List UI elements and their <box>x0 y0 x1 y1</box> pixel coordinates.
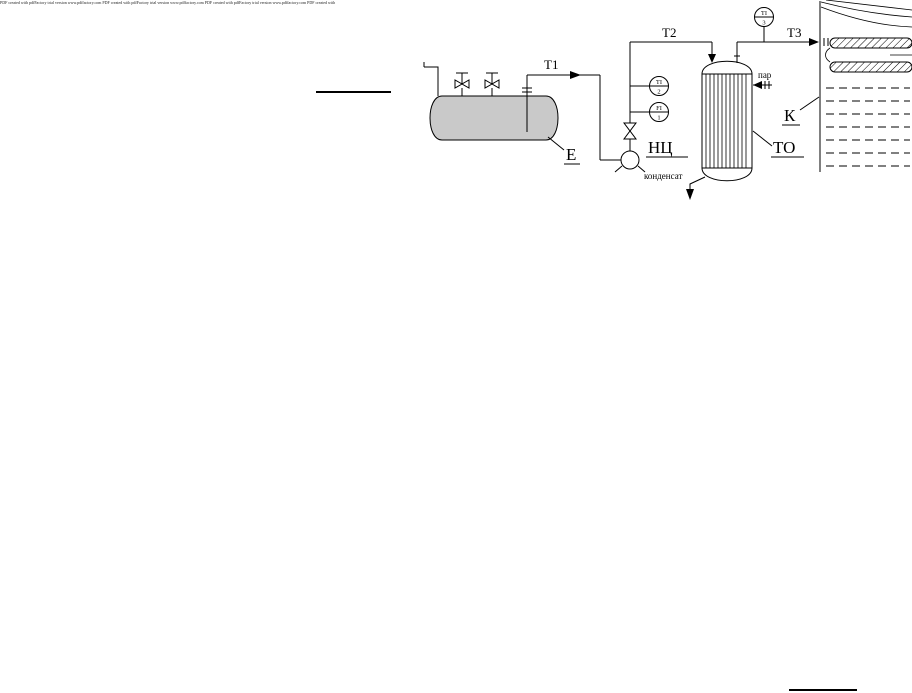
instrument-fi1: FI 1 <box>630 102 669 122</box>
condensate-label: конденсат <box>644 171 682 181</box>
exchanger-label: ТО <box>773 138 795 157</box>
column-streamline-2 <box>820 6 912 28</box>
column-dashed-trays <box>826 87 910 167</box>
t3-arrowhead <box>809 38 819 46</box>
vessel-label-leader <box>547 136 565 151</box>
pump-label: НЦ <box>648 138 673 157</box>
column-downcomer-1 <box>825 47 831 63</box>
vessel-label: Е <box>566 145 576 164</box>
vessel-E-group: Е <box>423 62 580 165</box>
fi1-tag: FI <box>656 105 662 112</box>
pump-foot-right <box>637 165 646 173</box>
vessel-vent-fitting <box>424 66 439 96</box>
exchanger-tubes <box>705 74 747 168</box>
vessel-valve-1 <box>454 72 470 96</box>
t1-label: Т1 <box>544 57 558 72</box>
stream-T3-line: Т3 TI 3 <box>737 7 829 46</box>
column-group: К <box>782 0 912 172</box>
instrument-ti3: TI 3 <box>754 7 774 42</box>
pump-group: НЦ <box>614 138 688 173</box>
vessel-body <box>429 95 559 141</box>
discharge-valve-top <box>623 122 637 132</box>
column-tray-1 <box>829 37 912 49</box>
pump-symbol <box>620 150 640 170</box>
steam-arrowhead <box>753 81 762 89</box>
column-label-leader <box>799 96 820 111</box>
t1-arrowhead <box>570 71 581 79</box>
vessel-valve-2 <box>484 72 500 96</box>
exchanger-label-leader <box>752 130 773 147</box>
watermark-microtext: PDF created with pdfFactory trial versio… <box>0 0 336 5</box>
steam-label: пар <box>758 70 772 80</box>
t2-label: Т2 <box>662 25 676 40</box>
exchanger-shell <box>701 60 753 182</box>
discharge-valve-bottom <box>623 130 637 140</box>
column-label: К <box>784 106 796 125</box>
t2-arrowhead <box>708 54 716 63</box>
steam-inlet: пар <box>753 70 772 89</box>
column-streamline-1 <box>820 1 912 18</box>
condensate-outlet: конденсат <box>644 171 706 200</box>
pump-foot-left <box>614 165 623 173</box>
column-streamline-3 <box>825 0 912 11</box>
stream-T1-line: Т1 <box>527 57 621 161</box>
ti3-tag: TI <box>761 10 767 17</box>
t3-label: Т3 <box>787 25 801 40</box>
ti2-num: 2 <box>657 89 660 96</box>
ti2-tag: TI <box>656 79 662 86</box>
ti3-num: 3 <box>762 20 765 27</box>
instrument-ti2: TI 2 <box>630 76 669 96</box>
column-tray-2 <box>829 61 912 73</box>
condensate-arrowhead <box>686 189 694 200</box>
heat-exchanger-group: пар конденсат ТО <box>644 42 804 200</box>
fi1-num: 1 <box>657 115 660 122</box>
stream-T2-line: Т2 <box>623 25 716 151</box>
